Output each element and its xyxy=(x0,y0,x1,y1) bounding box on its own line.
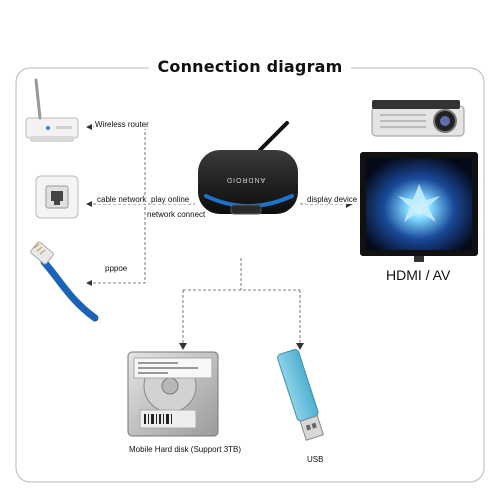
diagram-title: Connection diagram xyxy=(0,57,500,76)
network-connect-label: network connect xyxy=(146,210,207,219)
router-icon xyxy=(25,78,79,142)
display-device-label: display device xyxy=(306,195,359,204)
tv-box-icon xyxy=(198,121,298,215)
hard-disk-label: Mobile Hard disk (Support 3TB) xyxy=(128,445,243,454)
usb-label: USB xyxy=(306,455,325,464)
cable-network-label: cable network xyxy=(96,195,148,204)
box-logo-text: ANDROID xyxy=(226,176,266,183)
projector-icon xyxy=(371,100,465,137)
hard-disk-icon xyxy=(127,351,219,437)
network-cable-icon xyxy=(30,241,99,322)
wireless-router-label: Wireless router xyxy=(94,120,150,129)
hdmi-av-label: HDMI / AV xyxy=(386,267,451,283)
arrow-heads xyxy=(86,124,353,350)
play-online-label: play online xyxy=(150,195,191,204)
pppoe-label: pppoe xyxy=(104,264,129,273)
connector-lines xyxy=(88,126,345,345)
ethernet-socket-icon xyxy=(35,175,79,219)
tv-screen-icon xyxy=(360,152,478,262)
usb-stick-icon xyxy=(277,349,325,441)
